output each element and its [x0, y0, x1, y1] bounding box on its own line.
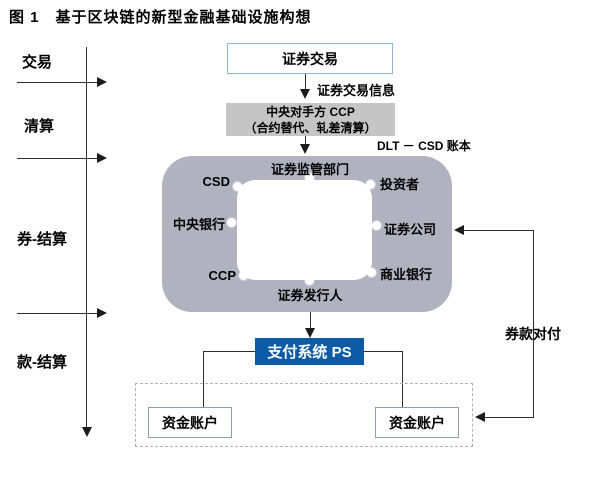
- dvp-bottom-line: [484, 417, 534, 418]
- dvp-vertical-line: [533, 230, 534, 418]
- rail-divider-1: [17, 82, 100, 83]
- figure-title: 图 1 基于区块链的新型金融基础设施构想: [9, 9, 312, 26]
- rail-right-arrow-icon-1: [97, 77, 107, 87]
- rail-divider-2: [17, 158, 100, 159]
- fund-account-zone: [135, 383, 473, 447]
- rail-down-arrow-icon: [82, 427, 92, 437]
- ccp-to-ledger-arrow-icon: [300, 144, 310, 154]
- rail-stage-trading: 交易: [22, 54, 53, 71]
- rail-divider-3: [17, 313, 100, 314]
- node-label-ccp: CCP: [208, 268, 236, 283]
- securities-trading-box: 证券交易: [227, 43, 393, 74]
- trade-info-arrow-line: [305, 74, 306, 90]
- node-dot-investor: [366, 180, 375, 189]
- node-dot-securities-firm: [372, 221, 381, 230]
- node-dot-commercial-bank: [367, 268, 376, 277]
- node-label-central-bank: 中央银行: [173, 217, 226, 232]
- trade-info-arrow-icon: [300, 89, 310, 99]
- ccp-box: 中央对手方 CCP （合约替代、轧差清算）: [226, 103, 395, 136]
- ledger-to-ps-arrow-icon: [305, 328, 315, 338]
- rail-right-arrow-icon-3: [97, 308, 107, 318]
- rail-stage-cash-settlement: 款-结算: [17, 354, 67, 371]
- dvp-label: 券款对付: [505, 326, 561, 342]
- node-label-regulator: 证券监管部门: [270, 162, 349, 177]
- node-dot-csd: [233, 182, 242, 191]
- dvp-top-arrow-icon: [454, 225, 464, 235]
- node-label-commercial-bank: 商业银行: [380, 267, 433, 282]
- ledger-to-ps-line: [310, 312, 311, 329]
- rail-stage-securities-settlement: 券-结算: [17, 231, 67, 248]
- node-label-investor: 投资者: [380, 177, 420, 192]
- node-label-csd: CSD: [202, 174, 230, 189]
- node-label-issuer: 证券发行人: [277, 288, 343, 303]
- rail-right-arrow-icon-2: [97, 153, 107, 163]
- ps-right-connector-h: [364, 351, 402, 352]
- fund-account-box-right: 资金账户: [375, 407, 459, 438]
- node-label-securities-firm: 证券公司: [384, 222, 437, 237]
- dvp-top-line: [463, 230, 534, 231]
- ccp-box-subtitle: （合约替代、轧差清算）: [244, 120, 377, 135]
- node-dot-central-bank: [227, 218, 236, 227]
- ccp-to-ledger-line: [305, 136, 306, 145]
- fund-account-box-left: 资金账户: [148, 407, 232, 438]
- ps-right-connector-v: [402, 351, 403, 407]
- dvp-bottom-arrow-icon: [475, 412, 485, 422]
- ps-left-connector-h: [203, 351, 255, 352]
- dlt-csd-ledger-label: DLT － CSD 账本: [377, 139, 471, 153]
- ps-left-connector-v: [203, 351, 204, 407]
- ledger-inner-panel: [237, 180, 372, 280]
- payment-system-box: 支付系统 PS: [255, 338, 364, 365]
- rail-vertical-line: [86, 47, 87, 428]
- node-dot-regulator: [305, 173, 314, 182]
- ccp-box-title: 中央对手方 CCP: [266, 104, 355, 119]
- node-dot-ccp: [239, 271, 248, 280]
- rail-stage-clearing: 清算: [24, 118, 55, 135]
- trade-info-label: 证券交易信息: [317, 83, 396, 98]
- node-dot-issuer: [305, 276, 314, 285]
